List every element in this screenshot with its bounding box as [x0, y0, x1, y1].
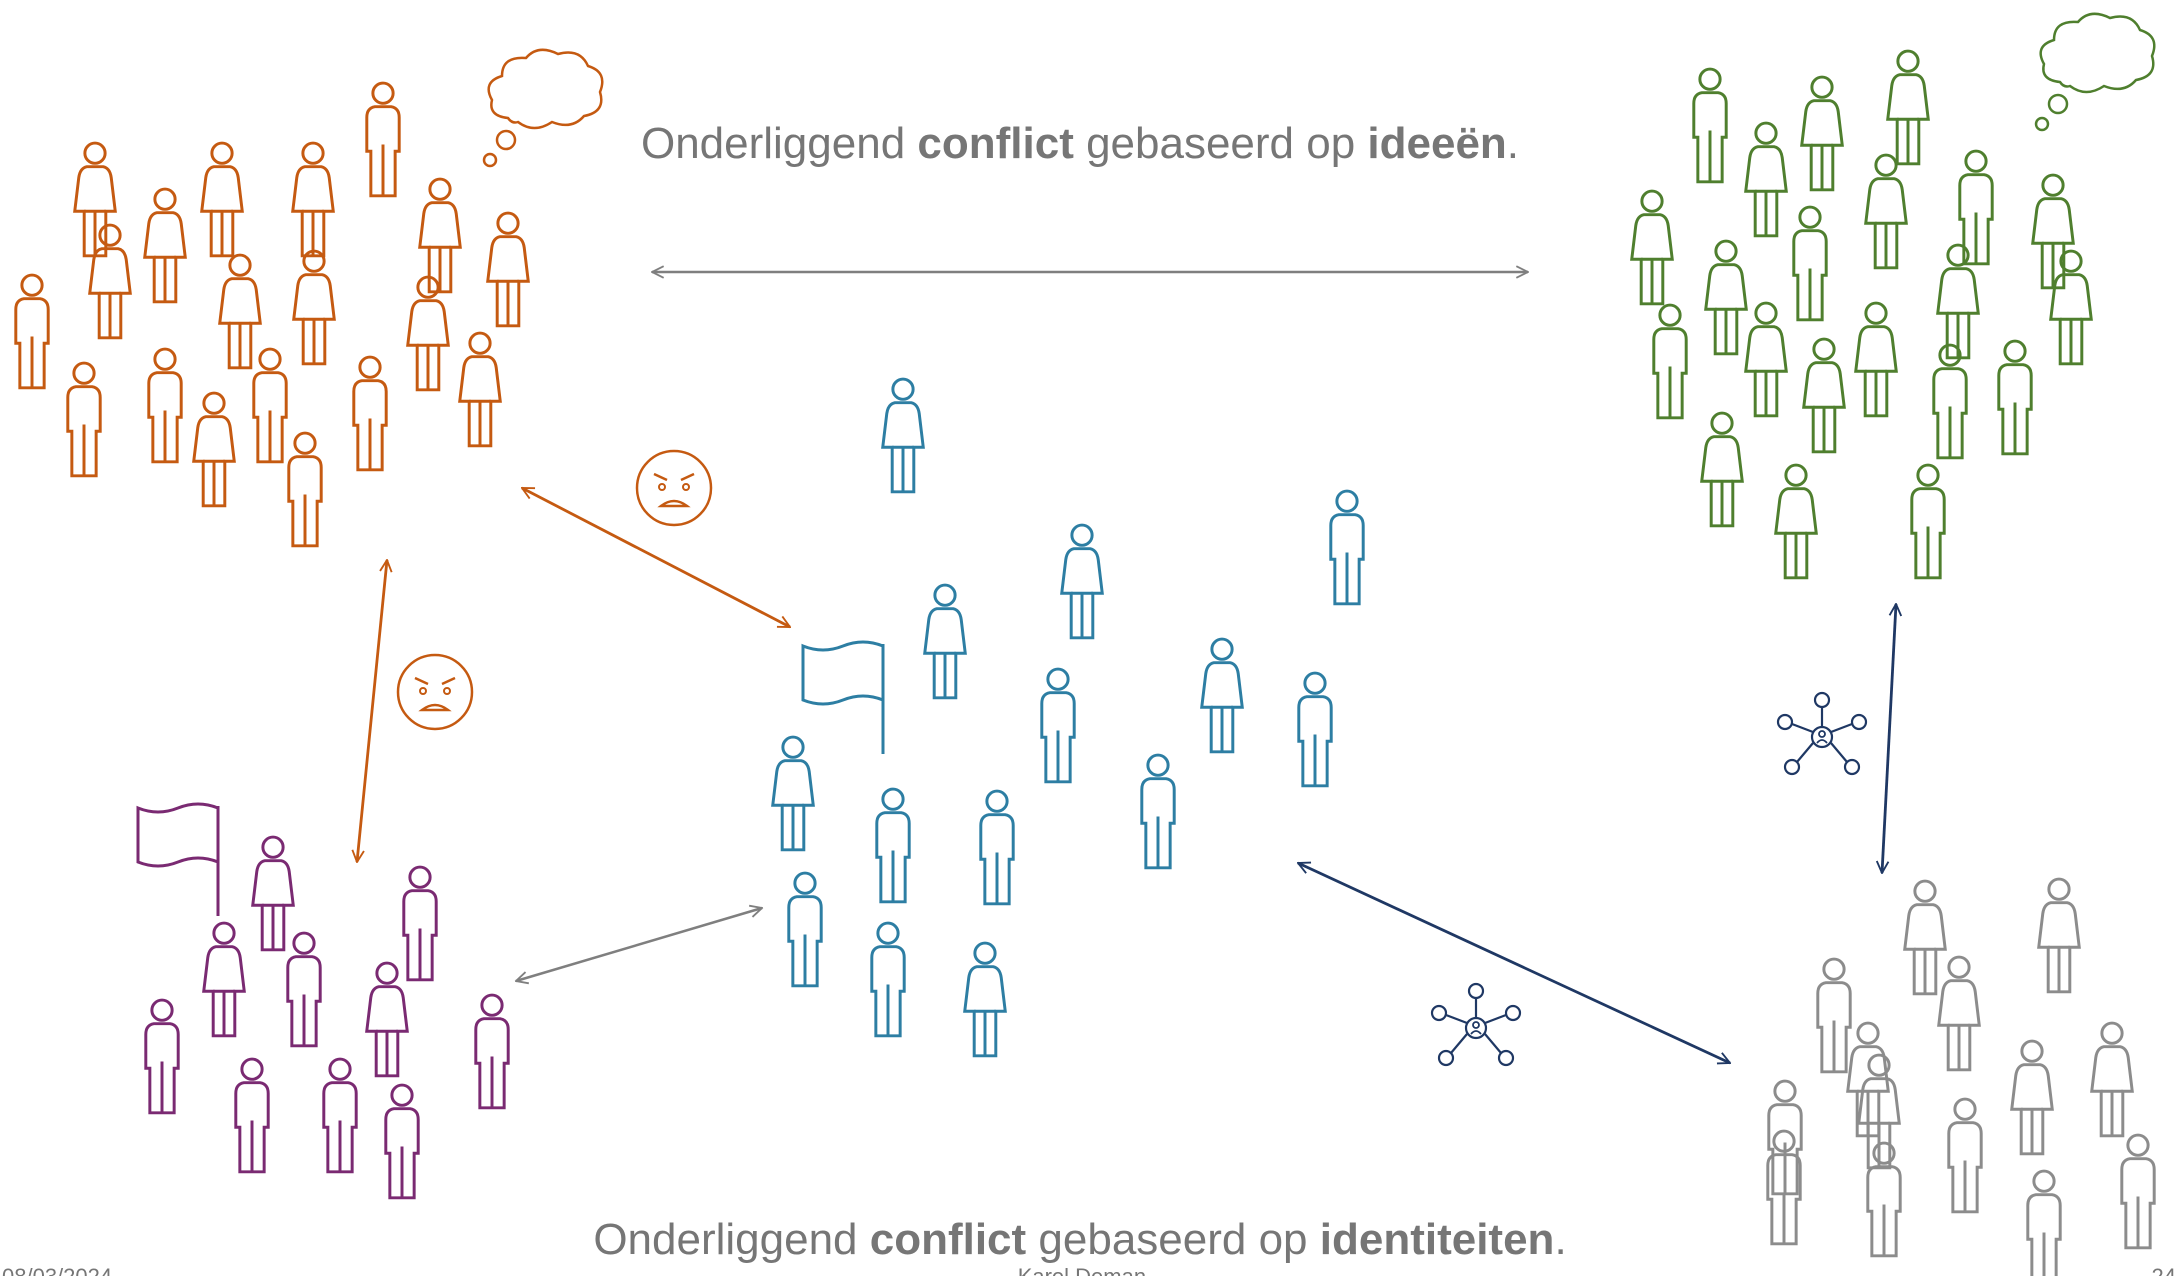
blue-people-group [771, 377, 1365, 1058]
green-people-group [1630, 49, 2093, 580]
woman-figure-icon [406, 275, 450, 392]
orange-people-group [14, 81, 530, 548]
woman-figure-icon [2090, 1021, 2134, 1138]
man-figure-icon [1997, 339, 2033, 456]
man-figure-icon [252, 347, 288, 464]
woman-figure-icon [143, 187, 187, 304]
man-figure-icon [234, 1057, 270, 1174]
woman-figure-icon [1886, 49, 1930, 166]
purple-blue-arrow [516, 908, 762, 981]
caption-identities: Onderliggend conflict gebaseerd op ident… [593, 1215, 1566, 1264]
man-figure-icon [144, 998, 180, 1115]
caption-ideas: Onderliggend conflict gebaseerd op ideeë… [641, 119, 1519, 168]
woman-figure-icon [963, 941, 1007, 1058]
blue-gray-arrow [1298, 863, 1730, 1063]
man-figure-icon [1866, 1141, 1902, 1258]
man-figure-icon [1792, 205, 1828, 322]
man-figure-icon [1910, 463, 1946, 580]
woman-figure-icon [1704, 239, 1748, 356]
woman-figure-icon [1060, 523, 1104, 640]
woman-figure-icon [1937, 955, 1981, 1072]
man-figure-icon [1692, 67, 1728, 184]
man-figure-icon [870, 921, 906, 1038]
woman-figure-icon [365, 961, 409, 1078]
gray-people-group [1766, 877, 2156, 1276]
man-figure-icon [66, 361, 102, 478]
man-figure-icon [352, 355, 388, 472]
woman-figure-icon [881, 377, 925, 494]
man-figure-icon [474, 993, 510, 1110]
network-icon [1776, 691, 1868, 776]
man-figure-icon [287, 431, 323, 548]
woman-figure-icon [2049, 249, 2093, 366]
woman-figure-icon [291, 141, 335, 258]
woman-figure-icon [2037, 877, 2081, 994]
thought-bubble-icon [2034, 12, 2156, 132]
man-figure-icon [322, 1057, 358, 1174]
man-figure-icon [875, 787, 911, 904]
woman-figure-icon [1200, 637, 1244, 754]
man-figure-icon [365, 81, 401, 198]
woman-figure-icon [1800, 75, 1844, 192]
woman-figure-icon [1802, 337, 1846, 454]
network-icon [1430, 982, 1522, 1067]
footer-author: Karel Deman.. [1018, 1264, 1159, 1276]
woman-figure-icon [73, 141, 117, 258]
woman-figure-icon [458, 331, 502, 448]
woman-figure-icon [1744, 121, 1788, 238]
woman-figure-icon [1936, 243, 1980, 360]
man-figure-icon [2026, 1169, 2062, 1276]
man-figure-icon [2120, 1133, 2156, 1250]
footer-page: 24 [2152, 1264, 2176, 1276]
angry-face-icon [396, 653, 474, 731]
man-figure-icon [1297, 671, 1333, 788]
woman-figure-icon [1700, 411, 1744, 528]
green-gray-arrow [1882, 604, 1896, 873]
woman-figure-icon [418, 177, 462, 294]
woman-figure-icon [202, 921, 246, 1038]
man-figure-icon [286, 931, 322, 1048]
woman-figure-icon [771, 735, 815, 852]
man-figure-icon [979, 789, 1015, 906]
man-figure-icon [1932, 343, 1968, 460]
footer-date: 08/03/2024 [2, 1264, 112, 1276]
woman-figure-icon [200, 141, 244, 258]
man-figure-icon [1040, 667, 1076, 784]
thought-bubble-icon [482, 48, 604, 168]
man-figure-icon [384, 1083, 420, 1200]
woman-figure-icon [1744, 301, 1788, 418]
woman-figure-icon [1774, 463, 1818, 580]
woman-figure-icon [923, 583, 967, 700]
woman-figure-icon [192, 391, 236, 508]
man-figure-icon [1140, 753, 1176, 870]
man-figure-icon [1329, 489, 1365, 606]
man-figure-icon [402, 865, 438, 982]
man-figure-icon [787, 871, 823, 988]
flag-icon [801, 640, 885, 756]
man-figure-icon [147, 347, 183, 464]
orange-blue-arrow [522, 486, 790, 629]
woman-figure-icon [251, 835, 295, 952]
orange-purple-arrow [357, 560, 387, 862]
woman-figure-icon [2010, 1039, 2054, 1156]
woman-figure-icon [1864, 153, 1908, 270]
man-figure-icon [14, 273, 50, 390]
woman-figure-icon [486, 211, 530, 328]
woman-figure-icon [292, 249, 336, 366]
angry-face-icon [635, 449, 713, 527]
man-figure-icon [1816, 957, 1852, 1074]
woman-figure-icon [218, 253, 262, 370]
man-figure-icon [1652, 303, 1688, 420]
woman-figure-icon [1903, 879, 1947, 996]
purple-people-group [144, 835, 510, 1200]
woman-figure-icon [1854, 301, 1898, 418]
woman-figure-icon [1630, 189, 1674, 306]
flag-icon [136, 802, 220, 918]
man-figure-icon [1947, 1097, 1983, 1214]
